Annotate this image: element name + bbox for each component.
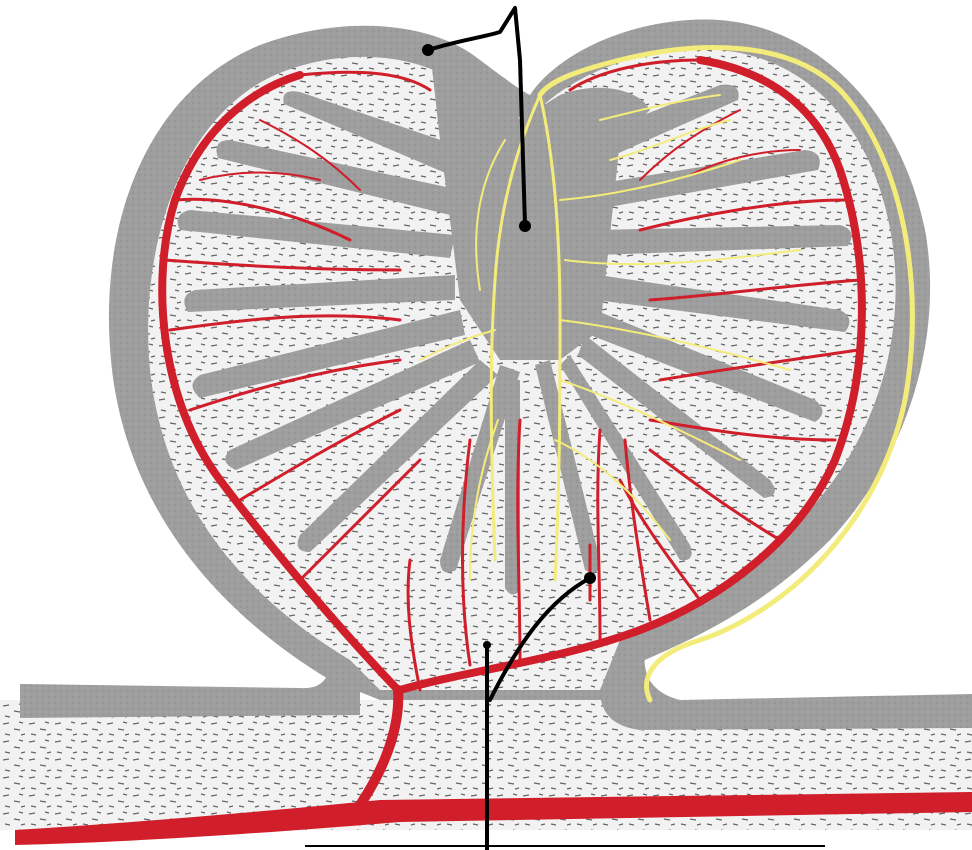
leader-dot-top bbox=[422, 44, 434, 56]
leader-dot-base bbox=[483, 641, 491, 649]
leader-dot-bottom bbox=[584, 572, 596, 584]
leader-dot-center bbox=[519, 220, 531, 232]
